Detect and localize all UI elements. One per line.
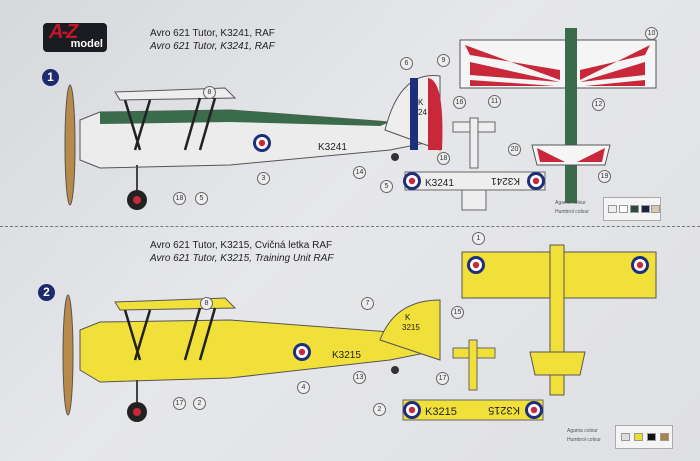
humbrol-label: Humbrol colour xyxy=(567,437,601,443)
callout-number: 10 xyxy=(645,27,658,40)
section-divider xyxy=(0,226,700,227)
scheme-2-side-view: K3215 K3215 xyxy=(62,294,441,422)
scheme-1-title-en: Avro 621 Tutor, K3241, RAF xyxy=(150,41,275,52)
logo-text: model xyxy=(70,38,103,50)
scheme-1-top-view xyxy=(459,28,657,203)
svg-text:K: K xyxy=(405,313,411,322)
callout-number: 20 xyxy=(508,143,521,156)
scheme-1-front-view: K3241 K3241 xyxy=(403,117,546,211)
svg-text:K3215: K3215 xyxy=(425,406,457,418)
scheme-2-badge: 2 xyxy=(38,284,55,301)
callout-number: 12 xyxy=(592,98,605,111)
scheme-2-top-view xyxy=(461,244,657,396)
fuselage-serial-2: K3215 xyxy=(332,350,361,361)
callout-number: 2 xyxy=(193,397,206,410)
callout-number: 18 xyxy=(173,192,186,205)
callout-number: 18 xyxy=(437,152,450,165)
callout-number: 14 xyxy=(353,166,366,179)
callout-number: 8 xyxy=(203,86,216,99)
az-model-logo: A-Z model xyxy=(43,21,107,52)
svg-text:K3241: K3241 xyxy=(425,178,454,189)
humbrol-label: Humbrol colour xyxy=(555,209,589,215)
callout-number: 7 xyxy=(361,297,374,310)
svg-text:K3241: K3241 xyxy=(491,175,520,186)
agama-label: Agama colour xyxy=(567,428,598,434)
callout-number: 5 xyxy=(195,192,208,205)
callout-number: 8 xyxy=(200,297,213,310)
svg-text:24: 24 xyxy=(418,108,427,117)
scheme-2-title-en: Avro 621 Tutor, K3215, Training Unit RAF xyxy=(150,253,334,264)
scheme-1-title-cz: Avro 621 Tutor, K3241, RAF xyxy=(150,28,275,39)
callout-number: 11 xyxy=(488,95,501,108)
callout-number: 1 xyxy=(472,232,485,245)
agama-label: Agama colour xyxy=(555,200,586,206)
callout-number: 15 xyxy=(451,306,464,319)
scheme-2-front-view: K3215 K3215 xyxy=(402,339,544,421)
tail-code-1: K xyxy=(418,98,424,107)
svg-text:3215: 3215 xyxy=(402,323,420,332)
fuselage-serial-1: K3241 xyxy=(318,142,347,153)
callout-number: 2 xyxy=(373,403,386,416)
callout-number: 17 xyxy=(436,372,449,385)
logo-mark: A-Z xyxy=(49,21,78,43)
callout-number: 6 xyxy=(400,57,413,70)
callout-number: 4 xyxy=(297,381,310,394)
scheme-1-badge: 1 xyxy=(42,69,59,86)
callout-number: 5 xyxy=(380,180,393,193)
scheme-2-title-cz: Avro 621 Tutor, K3215, Cvičná letka RAF xyxy=(150,240,333,251)
callout-number: 17 xyxy=(173,397,186,410)
callout-number: 9 xyxy=(437,54,450,67)
svg-text:K3215: K3215 xyxy=(488,404,520,416)
callout-number: 13 xyxy=(353,371,366,384)
callout-number: 19 xyxy=(598,170,611,183)
callout-number: 3 xyxy=(257,172,270,185)
callout-number: 16 xyxy=(453,96,466,109)
scheme-1-side-view: K24 K3241 xyxy=(64,74,443,210)
